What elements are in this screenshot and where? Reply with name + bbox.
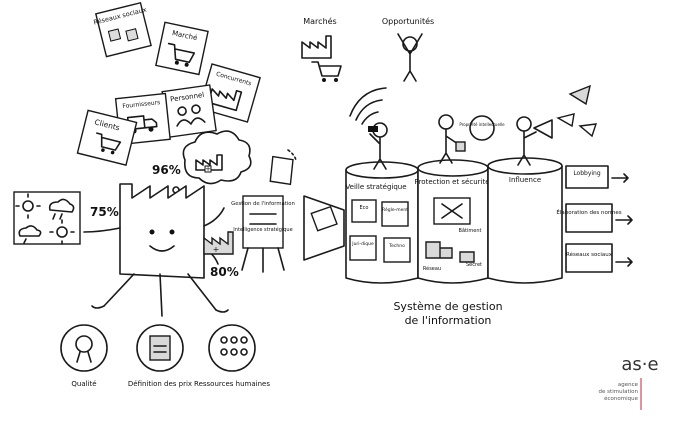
- percentage-75: 75%: [90, 205, 119, 219]
- stamp-label: Propriété intellectuelle: [459, 122, 505, 127]
- svg-text:Eco: Eco: [360, 205, 369, 211]
- svg-text:Techno: Techno: [388, 243, 405, 249]
- cylinder-protection-label: Protection et sécurité: [414, 178, 489, 186]
- protection-card-secret: Secret: [466, 262, 482, 268]
- factory-character: [83, 183, 229, 317]
- svg-text:Juri-dique: Juri-dique: [351, 241, 374, 247]
- svg-text:+: +: [205, 165, 211, 173]
- veille-card-eco: Eco: [351, 199, 377, 223]
- sun-icon: [49, 219, 75, 245]
- thought-cloud: +: [169, 130, 252, 201]
- output-lobbying: Lobbying: [565, 165, 629, 189]
- medal-icon: [75, 335, 93, 353]
- logo-sub3: économique: [604, 395, 638, 402]
- easel-label-2: Intelligence stratégique: [233, 226, 292, 233]
- figure-lock: [438, 114, 466, 164]
- output-reseaux: Réseaux sociaux: [565, 243, 633, 273]
- calculator-icon: [149, 335, 171, 361]
- svg-text:Régle-ment: Régle-ment: [382, 206, 408, 213]
- circle-qualite: Qualité: [60, 324, 108, 388]
- easel-label-1: Gestion de l'information: [231, 201, 295, 207]
- cylinder-influence: Influence: [487, 157, 563, 284]
- lock-icon: [455, 141, 466, 152]
- cart-icon: [96, 132, 122, 151]
- cylinder-veille-label: Veille stratégique: [345, 183, 406, 191]
- flying-flyers: [556, 84, 598, 138]
- eye-right: [169, 229, 175, 235]
- cylinder-protection: Protection et sécurité Bâtiment Réseau S…: [414, 159, 490, 284]
- svg-text:Élaboration des normes: Élaboration des normes: [556, 208, 621, 216]
- veille-card-reglement: Régle-ment: [381, 201, 409, 227]
- logo-sub2: de stimulation: [599, 389, 639, 395]
- paper-reseaux-sociaux: Réseaux sociaux: [93, 1, 152, 58]
- cloud-rain-icon: [48, 198, 75, 220]
- logo-sub1: agence: [618, 382, 639, 388]
- sun-icon: [15, 193, 41, 219]
- ase-logo: as·e agence de stimulation économique: [599, 354, 659, 410]
- cylinder-veille: Veille stratégique Eco Régle-ment Juri-d…: [345, 161, 419, 284]
- person-icon: [177, 106, 187, 116]
- cheering-person-icon: [397, 33, 423, 82]
- svg-text:Lobbying: Lobbying: [573, 170, 601, 177]
- cart-icon: [167, 42, 196, 64]
- veille-card-techno: Techno: [383, 237, 411, 263]
- cloud-icon: [18, 225, 42, 244]
- percentage-80: 80%: [210, 265, 239, 279]
- signal-waves: [349, 87, 387, 125]
- flying-paper: [269, 155, 294, 186]
- circle-prix: Définition des prix: [128, 324, 192, 388]
- weather-board: [13, 191, 81, 245]
- factory-cart-icon: [301, 35, 342, 82]
- paper-clients: Clients: [76, 109, 138, 167]
- svg-text:+: +: [213, 245, 220, 254]
- protection-card-reseau: Réseau: [423, 265, 441, 272]
- label-qualite: Qualité: [71, 380, 96, 388]
- paper-fournisseurs-label: Fournisseurs: [122, 99, 160, 110]
- figure-binoculars: [368, 122, 388, 170]
- paper-concurrents: Concurrents: [198, 63, 261, 123]
- output-normes: Élaboration des normes: [556, 203, 633, 233]
- svg-text:Réseaux sociaux: Réseaux sociaux: [566, 251, 613, 258]
- label-rh: Ressources humaines: [194, 380, 270, 388]
- cylinder-influence-label: Influence: [509, 176, 541, 184]
- system-title-line2: de l'information: [405, 314, 492, 327]
- label-prix: Définition des prix: [128, 380, 192, 388]
- eye-left: [149, 229, 155, 235]
- briefcase-icon: [459, 251, 475, 263]
- figure-megaphone: [516, 116, 553, 166]
- stamp-propriete: Propriété intellectuelle: [459, 115, 505, 141]
- label-marches: Marchés: [303, 16, 336, 26]
- smile: [149, 245, 175, 252]
- megaphone-icon: [533, 119, 553, 139]
- label-opportunites: Opportunités: [382, 16, 434, 26]
- system-title-line1: Système de gestion: [393, 300, 502, 313]
- paper-personnel: Personnel: [161, 84, 217, 139]
- logo-mark: as·e: [621, 354, 658, 375]
- veille-card-juridique: Juri-dique: [349, 235, 377, 261]
- circle-rh: Ressources humaines: [194, 324, 270, 388]
- paper-marche: Marché: [155, 21, 209, 76]
- protection-card-batiment: Bâtiment: [459, 227, 482, 234]
- percentage-96: 96%: [152, 163, 181, 177]
- easel: Gestion de l'information Intelligence st…: [231, 195, 295, 273]
- funnel: [303, 195, 345, 261]
- people-icon: [220, 336, 248, 356]
- factory-icon: [207, 88, 243, 112]
- small-factory: +: [203, 231, 234, 255]
- building-icon: [425, 241, 453, 259]
- factory-icon: [195, 154, 223, 171]
